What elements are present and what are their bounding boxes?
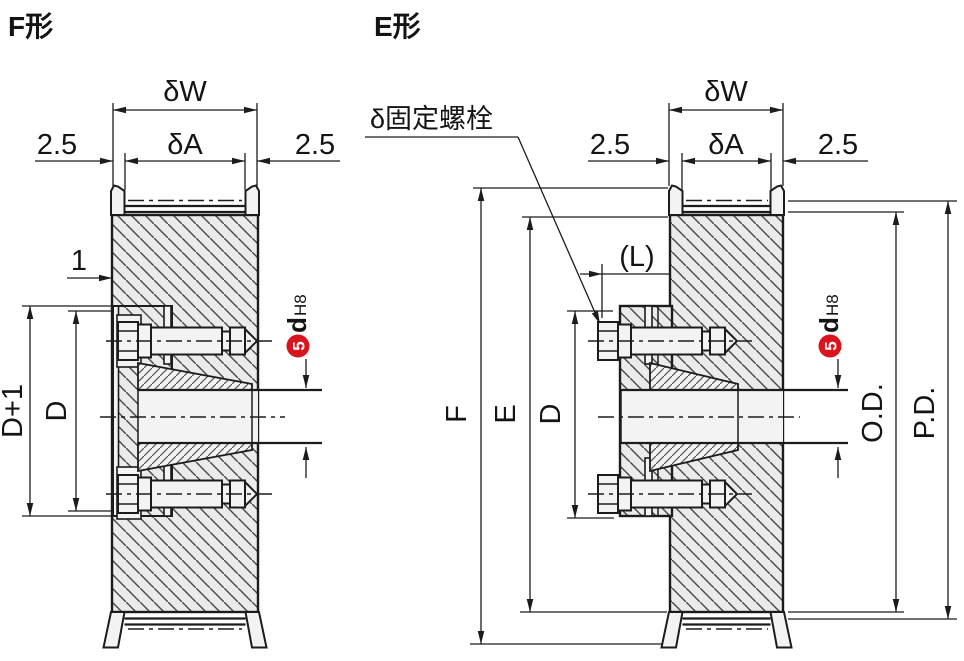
e-set-bolt-bottom [588, 474, 752, 514]
f-bore-callout: 5 d H8 [282, 294, 312, 478]
f-bore-fit-label: H8 [291, 294, 310, 316]
f-dim-flange-left: 2.5 [37, 129, 77, 161]
f-dim-d: D [41, 401, 73, 422]
e-set-bolt-leader [365, 136, 601, 325]
e-dim-d: D [535, 404, 567, 425]
f-flange-bottom-right [244, 611, 268, 649]
e-dim-pd: P.D. [909, 387, 941, 440]
e-dim-hub-length: (L) [619, 241, 654, 273]
e-dim-e: E [490, 404, 522, 423]
f-set-screw-bottom [106, 474, 272, 514]
e-dim-delta-w: δW [704, 76, 748, 108]
e-dim-delta-a: δA [708, 129, 744, 161]
f-flange-bottom-left [102, 611, 126, 649]
f-view-title: F形 [8, 11, 53, 42]
e-view: 5 d H8 E形 δ固定螺栓 δW δA 2.5 2.5 (L) F E D … [365, 11, 957, 649]
e-dim-f: F [441, 405, 473, 423]
f-teeth-band-bottom [124, 617, 246, 626]
e-teeth-band-top [682, 204, 771, 214]
e-bore-diameter-label: d [814, 317, 844, 333]
f-dim-d-plus-1: D+1 [0, 384, 29, 438]
f-dim-recess-depth: 1 [71, 245, 87, 277]
f-bore-diameter-label: d [282, 317, 312, 333]
f-callout-badge [286, 334, 310, 358]
e-callout-number: 5 [822, 341, 841, 350]
f-flange-top-right [244, 184, 260, 216]
f-callout-number: 5 [290, 341, 309, 350]
f-teeth-band-top [124, 204, 246, 214]
f-view: 5 d H8 F形 δW δA 2.5 2.5 1 D+1 D [0, 11, 340, 649]
e-flange-bottom-right [769, 611, 793, 649]
f-dim-delta-a: δA [167, 129, 203, 161]
e-view-title: E形 [374, 11, 421, 42]
e-flange-top-left [668, 184, 684, 216]
e-teeth-band-bottom [682, 617, 771, 626]
e-dim-flange-left: 2.5 [590, 129, 630, 161]
e-callout-badge [818, 334, 842, 358]
e-bore-callout: 5 d H8 [814, 294, 844, 478]
f-dim-delta-w: δW [163, 76, 207, 108]
e-bore-fit-label: H8 [823, 294, 842, 316]
e-flange-top-right [769, 184, 785, 216]
f-dimension-lines [22, 103, 340, 517]
e-dim-od: O.D. [857, 383, 889, 443]
f-set-screw-top [106, 321, 272, 361]
e-dim-flange-right: 2.5 [818, 129, 858, 161]
e-set-bolt-label: δ固定螺栓 [370, 104, 493, 134]
f-dim-flange-right: 2.5 [295, 129, 335, 161]
f-flange-top-left [110, 184, 126, 216]
e-set-bolt-top [588, 321, 752, 361]
e-flange-bottom-left [660, 611, 684, 649]
e-bore [620, 388, 848, 445]
